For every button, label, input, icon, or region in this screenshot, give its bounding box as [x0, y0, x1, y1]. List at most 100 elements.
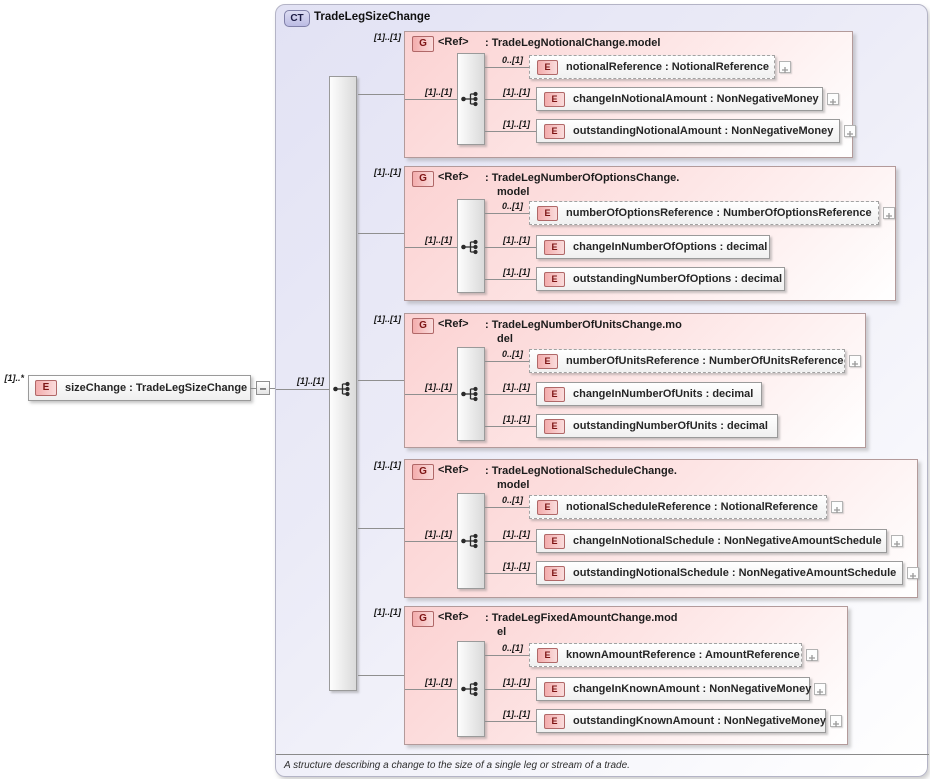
expand-toggle[interactable]	[814, 683, 826, 695]
group-type-label: : TradeLegNotionalChange.model	[485, 37, 661, 49]
group-cardinality-label: [1]..[1]	[374, 607, 401, 617]
expand-toggle[interactable]	[806, 649, 818, 661]
connector-line	[485, 426, 536, 427]
element-cardinality-label: [1]..[1]	[503, 561, 530, 571]
element-cardinality-label: [1]..[1]	[503, 382, 530, 392]
connector-line	[485, 655, 529, 656]
group-ref-label: <Ref>	[438, 318, 469, 330]
annotation-text: A structure describing a change to the s…	[284, 760, 630, 771]
expand-toggle[interactable]	[831, 501, 843, 513]
root-element-box[interactable]: E sizeChange : TradeLegSizeChange	[28, 375, 251, 401]
element-cardinality-label: 0..[1]	[501, 55, 523, 65]
plus-icon	[852, 361, 858, 367]
connector-line	[485, 279, 536, 280]
group-type-label: : TradeLegNotionalScheduleChange.model	[485, 465, 677, 491]
collapse-icon	[260, 388, 266, 390]
element-badge: E	[537, 647, 558, 663]
element-box[interactable]: E numberOfOptionsReference : NumberOfOpt…	[529, 201, 879, 225]
element-badge: E	[544, 565, 565, 581]
element-cardinality-label: 0..[1]	[501, 201, 523, 211]
sequence-icon	[461, 533, 478, 549]
element-box[interactable]: E changeInNumberOfUnits : decimal	[536, 382, 762, 406]
group-badge: G	[412, 318, 434, 334]
collapse-toggle[interactable]	[256, 381, 270, 395]
element-box[interactable]: E numberOfUnitsReference : NumberOfUnits…	[529, 349, 845, 373]
element-label: notionalScheduleReference : NotionalRefe…	[566, 501, 818, 513]
connector-line	[405, 99, 457, 100]
element-badge: E	[544, 271, 565, 287]
connector-line	[485, 213, 529, 214]
element-label: outstandingNotionalAmount : NonNegativeM…	[573, 125, 834, 137]
expand-toggle[interactable]	[849, 355, 861, 367]
sequence-icon	[333, 381, 350, 397]
expand-toggle[interactable]	[891, 535, 903, 547]
sequence-icon	[461, 386, 478, 402]
expand-toggle[interactable]	[779, 61, 791, 73]
element-box[interactable]: E outstandingNotionalSchedule : NonNegat…	[536, 561, 903, 585]
element-label: knownAmountReference : AmountReference	[566, 649, 800, 661]
sequence-cardinality-label: [1]..[1]	[297, 376, 324, 386]
plus-icon	[809, 655, 815, 661]
connector-line	[485, 394, 536, 395]
element-cardinality-label: [1]..[1]	[503, 414, 530, 424]
expand-toggle[interactable]	[830, 715, 842, 727]
plus-icon	[847, 131, 853, 137]
element-cardinality-label: 0..[1]	[501, 643, 523, 653]
expand-toggle[interactable]	[827, 93, 839, 105]
expand-toggle[interactable]	[907, 567, 919, 579]
element-label: outstandingNumberOfOptions : decimal	[573, 273, 783, 285]
element-box[interactable]: E outstandingNumberOfOptions : decimal	[536, 267, 785, 291]
connector-line	[358, 94, 404, 95]
plus-icon	[834, 507, 840, 513]
element-box[interactable]: E outstandingKnownAmount : NonNegativeMo…	[536, 709, 826, 733]
group-badge: G	[412, 36, 434, 52]
group-box-notional-schedule-change: G <Ref> : TradeLegNotionalScheduleChange…	[404, 459, 919, 598]
element-badge: E	[544, 386, 565, 402]
connector-line	[485, 721, 536, 722]
element-box[interactable]: E outstandingNumberOfUnits : decimal	[536, 414, 778, 438]
group-ref-label: <Ref>	[438, 611, 469, 623]
connector-line	[485, 99, 536, 100]
connector-line	[358, 380, 404, 381]
element-box[interactable]: E notionalReference : NotionalReference	[529, 55, 775, 79]
connector-line	[485, 573, 536, 574]
element-label: changeInNumberOfOptions : decimal	[573, 241, 768, 253]
connector-line	[405, 541, 457, 542]
element-badge: E	[537, 499, 558, 515]
element-cardinality-label: [1]..[1]	[503, 235, 530, 245]
element-cardinality-label: [1]..[1]	[503, 87, 530, 97]
connector-line	[270, 388, 276, 389]
element-box[interactable]: E outstandingNotionalAmount : NonNegativ…	[536, 119, 840, 143]
group-cardinality-label: [1]..[1]	[374, 32, 401, 42]
element-badge: E	[35, 380, 57, 396]
element-box[interactable]: E changeInNotionalSchedule : NonNegative…	[536, 529, 887, 553]
connector-line	[485, 541, 536, 542]
inner-sequence-cardinality-label: [1]..[1]	[425, 382, 452, 392]
element-box[interactable]: E changeInKnownAmount : NonNegativeMoney	[536, 677, 811, 701]
element-box[interactable]: E changeInNotionalAmount : NonNegativeMo…	[536, 87, 823, 111]
element-cardinality-label: [1]..[1]	[503, 267, 530, 277]
element-label: notionalReference : NotionalReference	[566, 61, 769, 73]
element-cardinality-label: [1]..[1]	[503, 529, 530, 539]
connector-line	[358, 233, 404, 234]
element-cardinality-label: [1]..[1]	[503, 677, 530, 687]
plus-icon	[830, 99, 836, 105]
root-element-label: sizeChange : TradeLegSizeChange	[65, 382, 248, 394]
connector-line	[405, 394, 457, 395]
element-badge: E	[544, 91, 565, 107]
element-box[interactable]: E notionalScheduleReference : NotionalRe…	[529, 495, 827, 519]
group-badge: G	[412, 464, 434, 480]
expand-toggle[interactable]	[844, 125, 856, 137]
group-box-number-of-options-change: G <Ref> : TradeLegNumberOfOptionsChange.…	[404, 166, 896, 301]
element-cardinality-label: [1]..[1]	[503, 119, 530, 129]
connector-line	[485, 67, 529, 68]
connector-line	[405, 689, 457, 690]
plus-icon	[782, 67, 788, 73]
element-box[interactable]: E knownAmountReference : AmountReference	[529, 643, 802, 667]
element-badge: E	[544, 681, 565, 697]
expand-toggle[interactable]	[883, 207, 895, 219]
element-box[interactable]: E changeInNumberOfOptions : decimal	[536, 235, 770, 259]
